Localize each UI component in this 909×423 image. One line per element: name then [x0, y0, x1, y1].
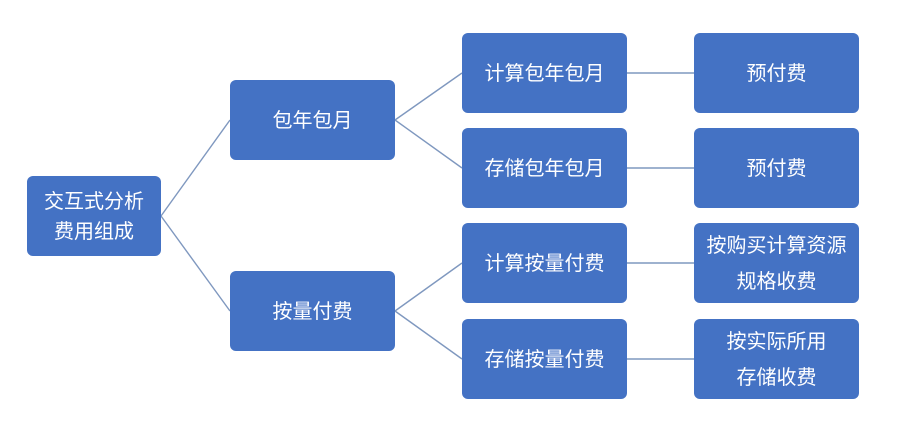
connector-payg-storage: [394, 310, 463, 360]
node-subscription: 包年包月: [230, 80, 395, 160]
node-pay-as-you-go-label: 按量付费: [272, 299, 353, 323]
connector-payg-compute: [394, 262, 463, 312]
node-prepaid-compute-label: 预付费: [746, 61, 807, 85]
node-prepaid-compute: 预付费: [694, 33, 859, 113]
node-storage-actual-line2: 存储收费: [736, 365, 817, 389]
connector-subscription-compute: [394, 72, 463, 121]
node-storage-pay-as-you-go: 存储按量付费: [462, 319, 627, 399]
node-compute-subscription: 计算包年包月: [462, 33, 627, 113]
node-compute-spec-line2: 规格收费: [736, 269, 817, 293]
root-node-cost-composition: 交互式分析 费用组成: [27, 176, 161, 256]
root-node-line2: 费用组成: [54, 219, 134, 243]
root-node-line1: 交互式分析: [44, 189, 144, 213]
node-prepaid-storage-label: 预付费: [746, 156, 807, 180]
node-storage-actual-line1: 按实际所用: [726, 329, 827, 353]
node-pay-as-you-go: 按量付费: [230, 271, 395, 351]
node-compute-subscription-label: 计算包年包月: [484, 61, 605, 85]
node-storage-subscription: 存储包年包月: [462, 128, 627, 208]
connector-root-subscription: [160, 119, 231, 217]
node-compute-pay-as-you-go-label: 计算按量付费: [484, 251, 605, 275]
connector-subscription-storage: [394, 119, 463, 169]
node-storage-pay-as-you-go-label: 存储按量付费: [484, 347, 605, 371]
node-compute-spec-billing: 按购买计算资源 规格收费: [694, 223, 859, 303]
node-compute-spec-line1: 按购买计算资源: [706, 233, 847, 257]
node-prepaid-storage: 预付费: [694, 128, 859, 208]
node-subscription-label: 包年包月: [272, 108, 353, 132]
node-storage-actual-billing: 按实际所用 存储收费: [694, 319, 859, 399]
node-compute-pay-as-you-go: 计算按量付费: [462, 223, 627, 303]
node-storage-subscription-label: 存储包年包月: [484, 156, 605, 180]
connector-root-payg: [160, 215, 231, 312]
